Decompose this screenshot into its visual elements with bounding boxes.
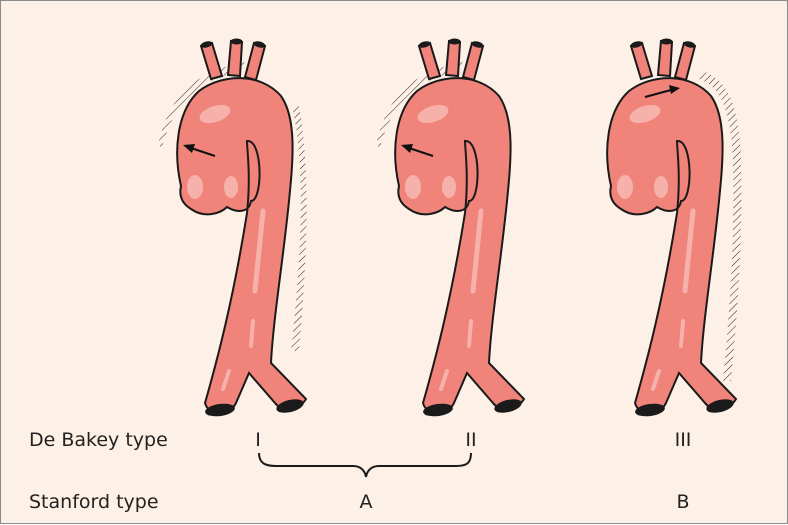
aorta-type-ii (377, 39, 524, 419)
stanford-type-a: A (360, 491, 373, 513)
debakey-type-label: De Bakey type (29, 429, 168, 451)
debakey-type-ii: II (465, 429, 476, 451)
debakey-type-i: I (255, 429, 261, 451)
aorta-type-i (159, 39, 307, 419)
stanford-a-brace (259, 453, 471, 477)
stanford-type-b: B (676, 491, 689, 513)
debakey-type-iii: III (675, 429, 692, 451)
aorta-type-iii (607, 39, 741, 419)
stanford-type-label: Stanford type (29, 491, 159, 513)
